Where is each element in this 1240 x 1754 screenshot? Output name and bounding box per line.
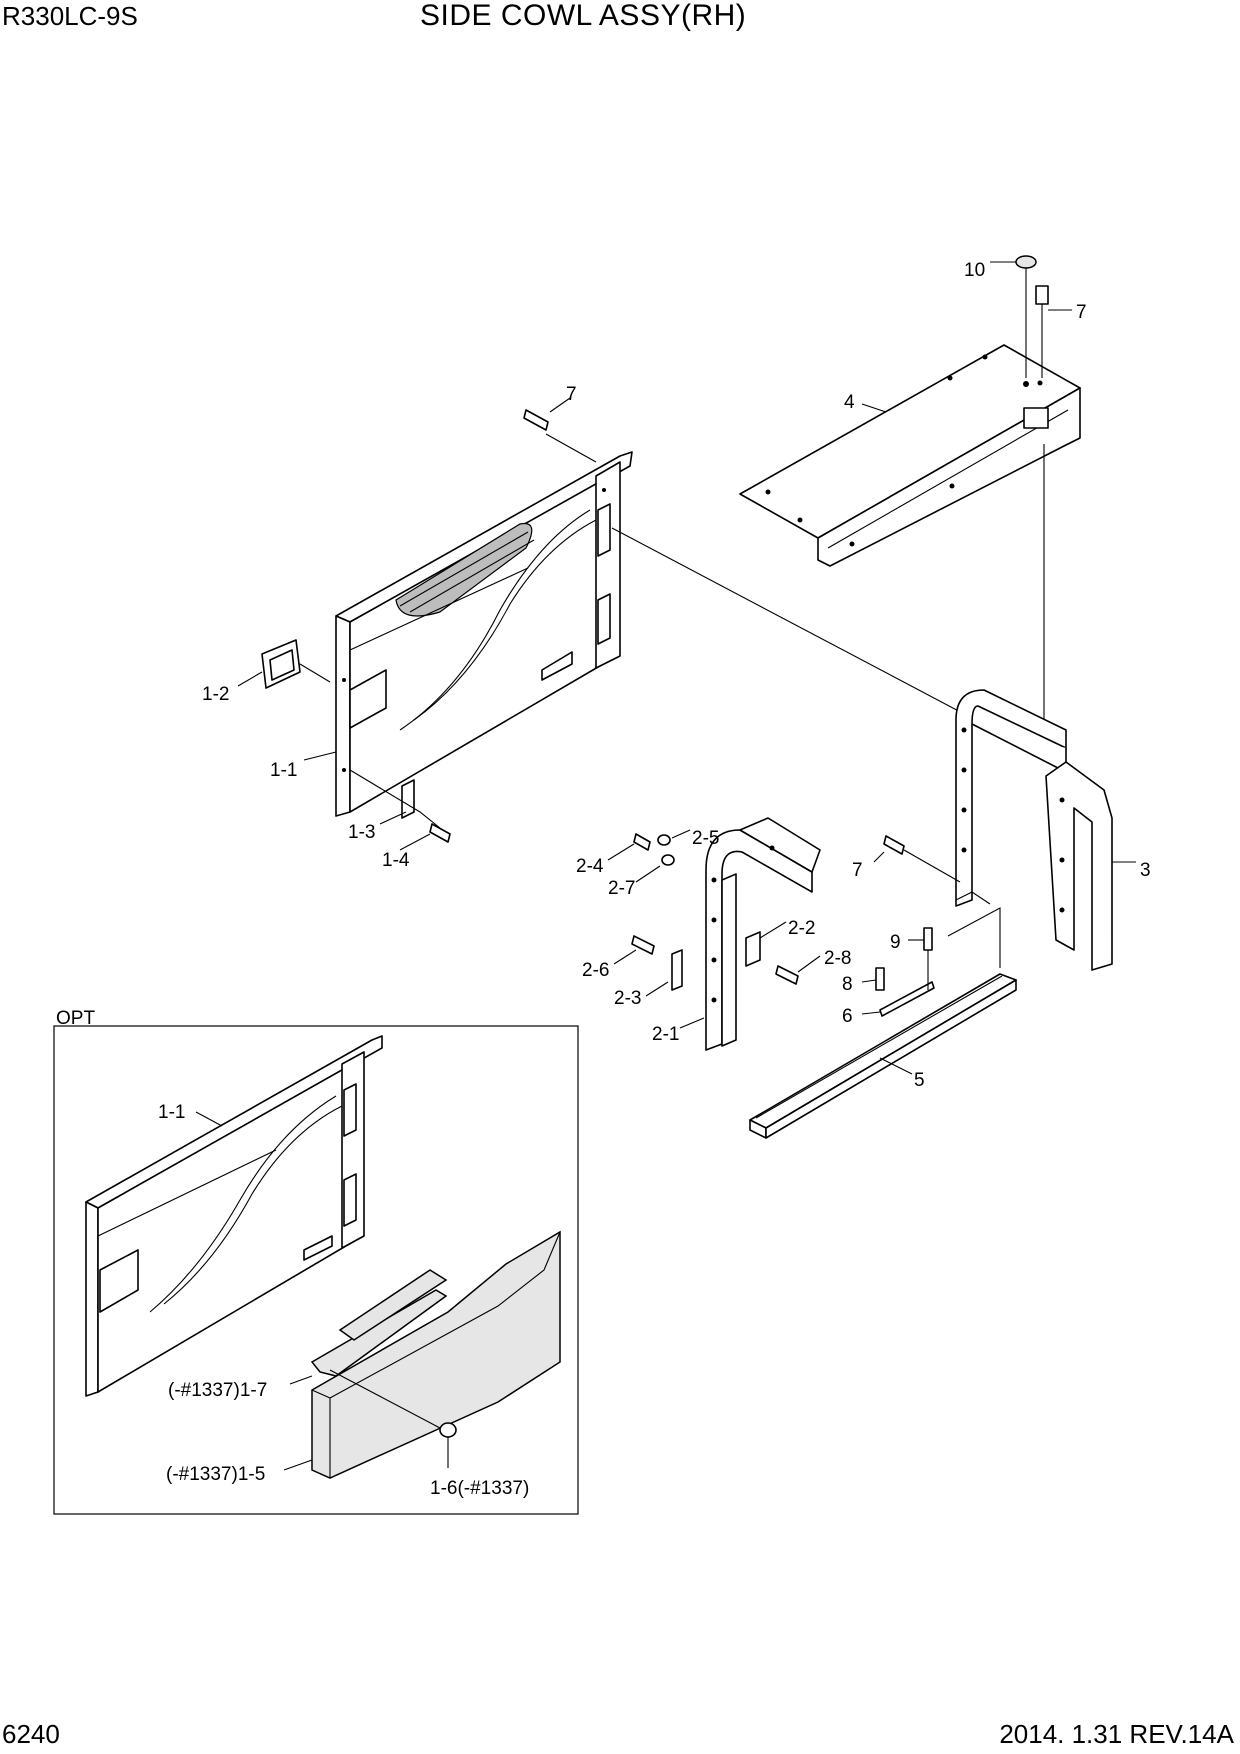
callout-1-2: 1-2: [202, 684, 229, 705]
opt-part-1-1-door-panel: [85, 1035, 383, 1397]
callout-4: 4: [844, 392, 855, 413]
page-title: SIDE COWL ASSY(RH): [420, 0, 747, 32]
part-2-3-bracket: [671, 949, 683, 991]
callout-2-1: 2-1: [652, 1024, 679, 1045]
part-2-7-washer: [657, 834, 675, 866]
part-7-bolt-mid: [883, 835, 961, 883]
part-7-bolt-top: [1035, 285, 1072, 378]
guide-line-bolt7-left: [545, 433, 597, 463]
callout-opt-1-5: (-#1337)1-5: [166, 1464, 265, 1485]
opt-box: [53, 1025, 579, 1515]
callout-1-3: 1-3: [348, 822, 375, 843]
leader-lines: [195, 261, 1136, 1471]
callout-7-left: 7: [566, 384, 577, 405]
callout-1-4: 1-4: [382, 850, 410, 871]
callout-2-8: 2-8: [824, 948, 851, 969]
part-2-1-front-bracket: [705, 817, 821, 1051]
callout-opt-1-1: 1-1: [158, 1102, 185, 1123]
part-5-bottom-rail: [749, 973, 1017, 1139]
callout-2-4: 2-4: [576, 856, 604, 877]
part-7-bolt-left: [523, 409, 549, 431]
guide-line-door-to-3: [611, 527, 969, 717]
part-1-1-door-panel: [335, 451, 633, 817]
callout-7-top: 7: [1076, 302, 1087, 323]
model-code: R330LC-9S: [2, 1, 138, 31]
part-2-8-bolt: [775, 965, 799, 985]
part-6-rod: [879, 981, 935, 1017]
callout-5: 5: [914, 1070, 925, 1091]
opt-part-1-5-pad: [311, 1230, 561, 1479]
part-1-4-bolt: [429, 823, 451, 843]
guide-line-3-5: [947, 907, 1001, 968]
callout-2-5: 2-5: [692, 828, 719, 849]
guide-line-1-3: [349, 769, 441, 829]
callout-1-1: 1-1: [270, 760, 297, 781]
callout-2-3: 2-3: [614, 988, 641, 1009]
part-9-stud: [923, 927, 933, 990]
callout-opt-1-6: 1-6(-#1337): [430, 1478, 529, 1499]
callout-6: 6: [842, 1006, 853, 1027]
callout-10: 10: [964, 260, 985, 281]
part-3-rear-frame: [955, 689, 1113, 971]
opt-part-1-7-pad: [310, 1269, 448, 1377]
opt-part-1-6-clip: [329, 1369, 457, 1468]
callout-8: 8: [842, 974, 853, 995]
part-8-stud: [875, 967, 885, 991]
part-1-2-latch: [261, 639, 331, 689]
part-1-3-bracket: [401, 779, 415, 819]
callout-3: 3: [1140, 860, 1151, 881]
callout-2-2: 2-2: [788, 918, 815, 939]
page-number: 6240: [2, 1719, 60, 1749]
callout-2-7: 2-7: [608, 878, 635, 899]
date-revision: 2014. 1.31 REV.14A: [999, 1719, 1234, 1749]
callout-opt-1-7: (-#1337)1-7: [168, 1380, 267, 1401]
callout-9: 9: [890, 932, 901, 953]
part-2-4-bolt: [633, 833, 651, 851]
part-2-2-bracket: [745, 931, 761, 967]
callout-labels: 10 7 4 7 1-2 1-1 1-3 1-4 3 7 2-4 2-5 2-7…: [56, 260, 1151, 1499]
opt-label: OPT: [56, 1008, 95, 1029]
part-4-top-cover: [739, 344, 1081, 567]
callout-7-mid: 7: [852, 860, 863, 881]
part-2-6-bolt: [631, 935, 655, 955]
callout-2-6: 2-6: [582, 960, 609, 981]
